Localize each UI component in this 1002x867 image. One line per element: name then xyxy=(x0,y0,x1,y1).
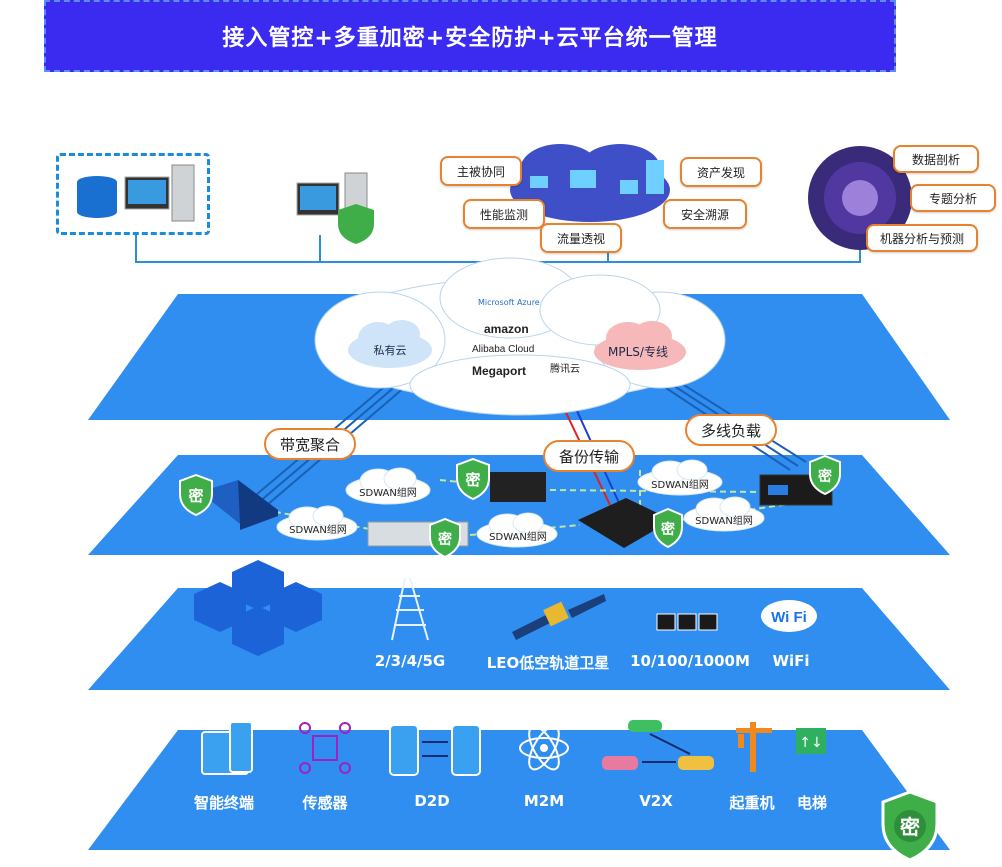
tag-ml-predict: 机器分析与预测 xyxy=(866,224,978,252)
tag-perf: 性能监测 xyxy=(463,199,545,229)
access-label-leo: LEO低空轨道卫星 xyxy=(486,654,610,672)
banner-title: 接入管控+多重加密+安全防护+云平台统一管理 xyxy=(222,26,718,51)
infra-cloud-shape xyxy=(510,144,670,222)
smart-terminal-icon xyxy=(201,721,253,775)
encryption-shield-icon: 密 xyxy=(808,454,842,496)
tag-trace: 安全溯源 xyxy=(663,199,747,229)
gateway-device-1 xyxy=(490,472,546,502)
terminal-label-smart: 智能终端 xyxy=(193,794,254,812)
tag-topic-analysis: 专题分析 xyxy=(910,184,996,212)
access-label-cellular: 2/3/4/5G xyxy=(374,652,446,670)
mpls-cloud-icon xyxy=(594,321,686,370)
access-label-ethernet: 10/100/1000M xyxy=(630,652,750,670)
svg-text:↑↓: ↑↓ xyxy=(799,735,822,751)
terminal-label-m2m: M2M xyxy=(523,792,565,810)
data-source-frame xyxy=(56,153,210,235)
svg-text:密: 密 xyxy=(465,471,480,489)
wifi-badge xyxy=(761,600,817,632)
top-bus-line xyxy=(135,235,861,263)
svg-text:Wi Fi: Wi Fi xyxy=(771,609,807,626)
svg-text:密: 密 xyxy=(188,487,203,505)
private-cloud-label: 私有云 xyxy=(373,344,407,357)
tag-multiline-load: 多线负载 xyxy=(685,414,777,446)
d2d-icon xyxy=(389,724,481,776)
layer-terminal-plane xyxy=(88,730,950,850)
sdwan-label-2: SDWAN组网 xyxy=(289,525,347,536)
encryption-shield-large-icon: 密 xyxy=(880,790,940,862)
central-cloud-shape xyxy=(314,257,726,416)
terminal-label-sensor: 传感器 xyxy=(302,794,348,812)
database-icon xyxy=(77,176,117,218)
sensor-icon xyxy=(299,722,351,774)
m2m-atom-icon xyxy=(519,725,569,771)
satellite-icon xyxy=(512,594,606,640)
gateway-device-2 xyxy=(578,498,672,548)
svg-text:密: 密 xyxy=(437,531,452,548)
tag-data-analysis: 数据剖析 xyxy=(893,145,979,173)
sdwan-label-4: SDWAN组网 xyxy=(651,480,709,491)
terminal-label-elevator: 电梯 xyxy=(796,794,827,812)
desktop-pc-icon xyxy=(124,164,195,222)
provider-alibaba: Alibaba Cloud xyxy=(472,344,535,355)
elevator-icon: ↑↓ xyxy=(796,728,826,754)
provider-megaport: Megaport xyxy=(472,364,526,378)
private-cloud-icon xyxy=(348,320,432,368)
provider-amazon: amazon xyxy=(484,322,529,336)
sdwan-label-3: SDWAN组网 xyxy=(489,532,547,543)
access-label-wifi: WiFi xyxy=(772,652,810,670)
tag-traffic: 流量透视 xyxy=(540,223,622,253)
v2x-icon xyxy=(602,720,714,770)
encryption-shield-icon: 密 xyxy=(178,473,214,517)
ethernet-ports-icon xyxy=(656,613,718,631)
crane-icon xyxy=(736,722,772,772)
encryption-shield-icon: 密 xyxy=(652,507,684,549)
terminal-label-crane: 起重机 xyxy=(729,794,775,812)
terminal-label-v2x: V2X xyxy=(639,792,673,810)
title-banner: 接入管控+多重加密+安全防护+云平台统一管理 xyxy=(44,0,896,72)
tag-bandwidth-aggregation: 带宽聚合 xyxy=(264,428,356,460)
tag-collab: 主被协同 xyxy=(440,156,522,186)
hexagon-cluster xyxy=(194,560,322,656)
tag-asset: 资产发现 xyxy=(680,157,762,187)
tower-icon xyxy=(391,577,429,641)
sdwan-label-5: SDWAN组网 xyxy=(695,516,753,527)
mpls-cloud-label: MPLS/专线 xyxy=(608,345,668,359)
terminal-label-d2d: D2D xyxy=(414,792,450,810)
svg-text:密: 密 xyxy=(817,468,832,485)
provider-tencent: 腾讯云 xyxy=(550,364,580,375)
svg-text:密: 密 xyxy=(900,815,920,839)
secure-server-icon xyxy=(296,172,374,244)
encryption-shield-icon: 密 xyxy=(428,517,462,559)
provider-azure: Microsoft Azure xyxy=(478,298,540,307)
svg-text:密: 密 xyxy=(660,521,675,538)
encryption-shield-icon: 密 xyxy=(455,457,491,501)
sdwan-label-1: SDWAN组网 xyxy=(359,488,417,499)
tag-backup-transport: 备份传输 xyxy=(543,440,635,472)
